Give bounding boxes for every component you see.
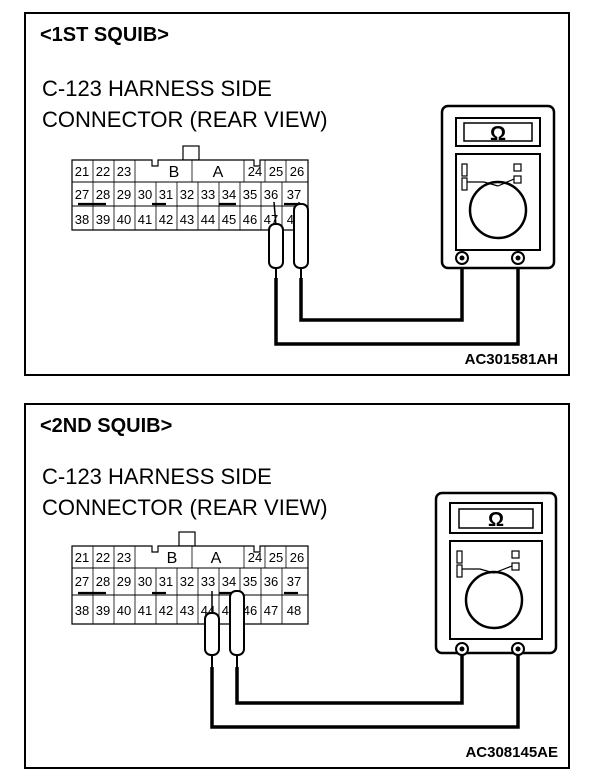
pin-label: 28 <box>96 574 110 589</box>
pin-label: 21 <box>75 550 89 565</box>
ohmmeter-icon: Ω <box>434 491 558 656</box>
pin-label: 32 <box>180 187 194 202</box>
test-lead-wires <box>210 649 520 729</box>
cavity-label-b: B <box>169 164 180 181</box>
pin-label: 42 <box>159 603 173 618</box>
figure-code: AC301581AH <box>464 351 558 368</box>
ohm-symbol: Ω <box>488 509 504 531</box>
pin-label: 46 <box>243 603 257 618</box>
test-probe-right <box>293 201 309 278</box>
pin-label: 28 <box>96 187 110 202</box>
ohm-symbol: Ω <box>490 123 506 145</box>
pin-label: 45 <box>222 212 236 227</box>
panel-1st-squib: <1ST SQUIB> C-123 HARNESS SIDE CONNECTOR… <box>24 12 570 376</box>
connector-caption-line1: C-123 HARNESS SIDE <box>42 76 272 101</box>
panel-2nd-squib: <2ND SQUIB> C-123 HARNESS SIDE CONNECTOR… <box>24 403 570 769</box>
pin-label: 42 <box>159 212 173 227</box>
test-probe-right <box>229 590 245 667</box>
panel-title: <1ST SQUIB> <box>40 24 169 46</box>
pin-label: 22 <box>96 550 110 565</box>
pin-label: 30 <box>138 574 152 589</box>
pin-label: 48 <box>287 603 301 618</box>
pin-label: 25 <box>269 550 283 565</box>
pin-label: 43 <box>180 212 194 227</box>
pin-label: 40 <box>117 603 131 618</box>
pin-label: 35 <box>243 574 257 589</box>
panel-title: <2ND SQUIB> <box>40 415 173 437</box>
pin-label: 29 <box>117 574 131 589</box>
pin-label: 34 <box>222 187 236 202</box>
pin-label: 41 <box>138 603 152 618</box>
pin-label: 33 <box>201 187 215 202</box>
pin-label: 36 <box>264 574 278 589</box>
diagram-2: 21 22 23 B A 24 25 26 27 28 29 30 31 32 … <box>71 491 558 729</box>
pin-label: 23 <box>117 164 131 179</box>
pin-label: 33 <box>201 574 215 589</box>
pin-label: 31 <box>159 574 173 589</box>
pin-label: 37 <box>287 187 301 202</box>
pin-label: 27 <box>75 187 89 202</box>
pin-label: 38 <box>75 212 89 227</box>
pin-label: 38 <box>75 603 89 618</box>
connector-rear-view: 21 22 23 B A 24 25 26 27 28 29 30 31 32 … <box>71 145 309 231</box>
test-probe-left <box>268 201 284 278</box>
pin-label: 37 <box>287 574 301 589</box>
pin-label: 27 <box>75 574 89 589</box>
pin-label: 32 <box>180 574 194 589</box>
cavity-label-a: A <box>213 164 224 181</box>
pin-label: 23 <box>117 550 131 565</box>
connector-caption-line2: CONNECTOR (REAR VIEW) <box>42 495 328 520</box>
cavity-label-a: A <box>211 550 222 567</box>
pin-label: 24 <box>248 550 262 565</box>
figure-code: AC308145AE <box>465 744 558 761</box>
pin-label: 39 <box>96 212 110 227</box>
pin-label: 21 <box>75 164 89 179</box>
pin-label: 47 <box>264 603 278 618</box>
ohmmeter-icon: Ω <box>440 104 556 270</box>
pin-label: 26 <box>290 550 304 565</box>
pin-label: 39 <box>96 603 110 618</box>
cavity-label-b: B <box>167 550 178 567</box>
pin-label: 36 <box>264 187 278 202</box>
pin-label: 25 <box>269 164 283 179</box>
pin-label: 26 <box>290 164 304 179</box>
pin-label: 43 <box>180 603 194 618</box>
pin-label: 22 <box>96 164 110 179</box>
pin-label: 29 <box>117 187 131 202</box>
pin-label: 30 <box>138 187 152 202</box>
pin-label: 24 <box>248 164 262 179</box>
pin-label: 44 <box>201 212 215 227</box>
pin-label: 46 <box>243 212 257 227</box>
test-lead-wires <box>274 258 520 346</box>
pin-label: 31 <box>159 187 173 202</box>
pin-label: 34 <box>222 574 236 589</box>
pin-label: 40 <box>117 212 131 227</box>
connector-caption-line1: C-123 HARNESS SIDE <box>42 464 272 489</box>
connector-caption-line2: CONNECTOR (REAR VIEW) <box>42 107 328 132</box>
connector-rear-view: 21 22 23 B A 24 25 26 27 28 29 30 31 32 … <box>71 531 309 625</box>
pin-label: 35 <box>243 187 257 202</box>
diagram-1: 21 22 23 B A 24 25 26 27 28 29 30 31 32 … <box>71 104 556 346</box>
test-probe-left <box>204 591 220 667</box>
pin-label: 41 <box>138 212 152 227</box>
